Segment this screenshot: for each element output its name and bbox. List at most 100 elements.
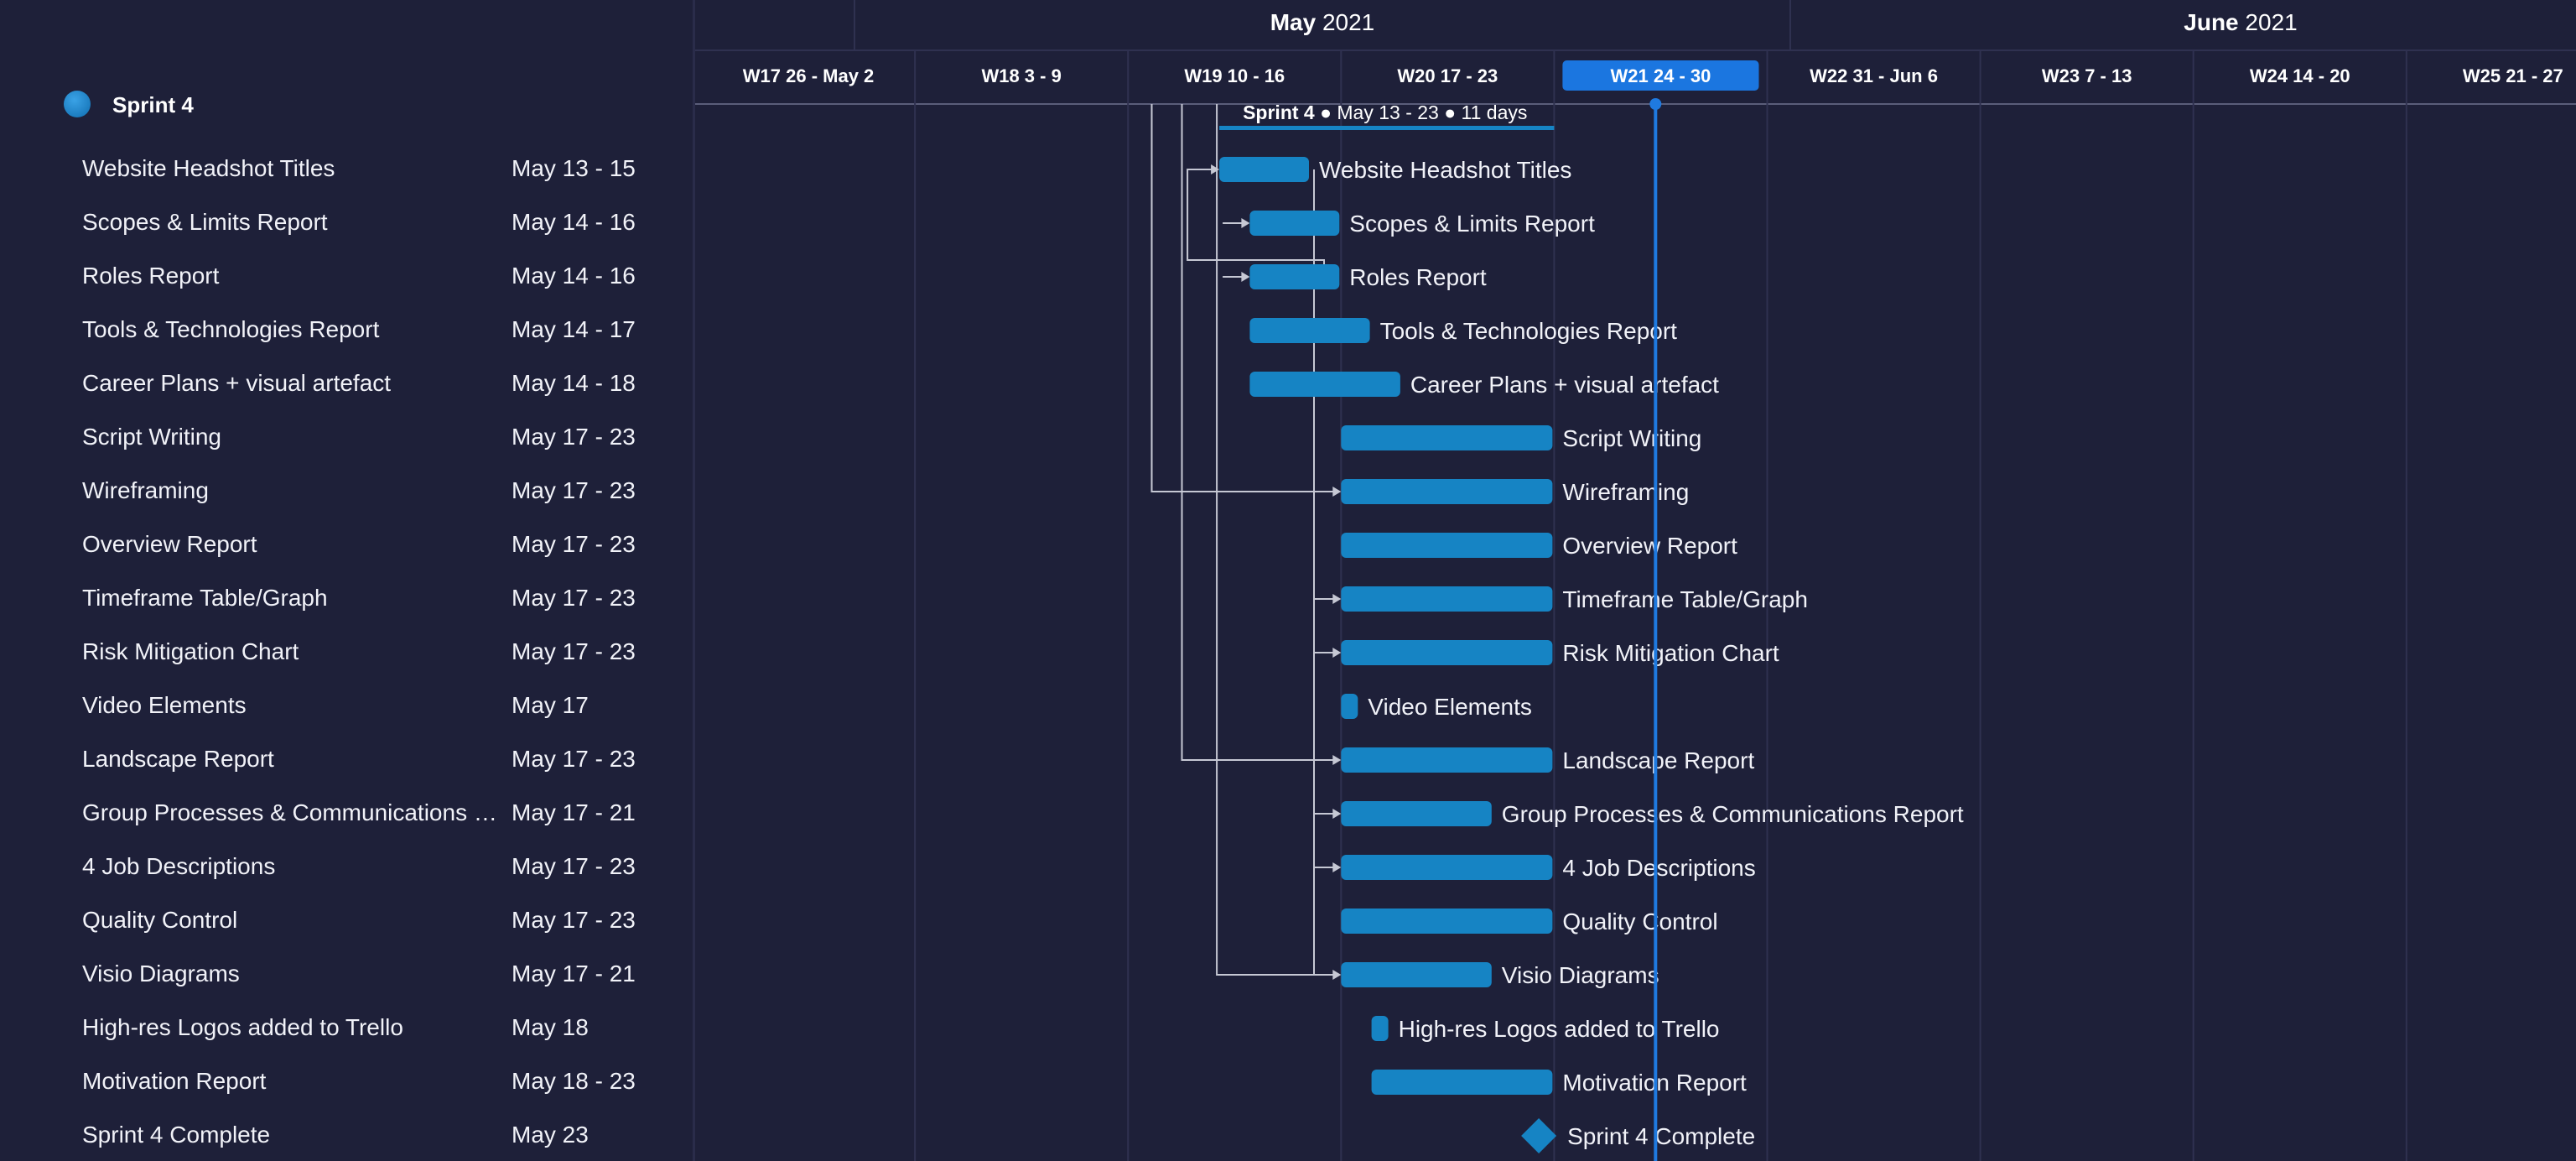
task-bar-label: Scopes & Limits Report bbox=[1349, 211, 1595, 237]
week-label[interactable]: W17 26 - May 2 bbox=[743, 65, 875, 86]
task-dates: May 14 - 16 bbox=[512, 209, 636, 235]
dependency-arrowhead bbox=[1332, 648, 1342, 658]
task-bar[interactable] bbox=[1341, 694, 1358, 719]
task-name[interactable]: Visio Diagrams bbox=[82, 961, 240, 987]
task-name[interactable]: Wireframing bbox=[82, 477, 209, 503]
dependency-arrowhead bbox=[1332, 970, 1342, 980]
milestone-diamond-icon[interactable] bbox=[1521, 1118, 1557, 1153]
week-label[interactable]: W25 21 - 27 bbox=[2463, 65, 2563, 86]
panel-divider[interactable] bbox=[693, 0, 695, 1161]
month-label: May 2021 bbox=[1270, 9, 1375, 35]
task-bar-label: Career Plans + visual artefact bbox=[1410, 372, 1719, 398]
task-bar-label: Visio Diagrams bbox=[1502, 962, 1659, 988]
task-name[interactable]: Sprint 4 Complete bbox=[82, 1122, 271, 1148]
task-dates: May 17 - 23 bbox=[512, 746, 636, 772]
task-bar[interactable] bbox=[1219, 157, 1309, 182]
task-bar-label: Video Elements bbox=[1368, 694, 1532, 720]
task-bar[interactable] bbox=[1341, 425, 1553, 450]
dependency-arrowhead bbox=[1332, 809, 1342, 819]
task-name[interactable]: Script Writing bbox=[82, 424, 221, 450]
task-dates: May 17 bbox=[512, 692, 589, 718]
task-name[interactable]: Quality Control bbox=[82, 907, 238, 933]
task-bar-label: Timeframe Table/Graph bbox=[1562, 586, 1808, 612]
task-name[interactable]: Website Headshot Titles bbox=[82, 155, 335, 181]
week-label[interactable]: W20 17 - 23 bbox=[1397, 65, 1498, 86]
task-name[interactable]: Roles Report bbox=[82, 263, 220, 289]
task-name[interactable]: Video Elements bbox=[82, 692, 247, 718]
task-dates: May 17 - 23 bbox=[512, 907, 636, 933]
task-dates: May 23 bbox=[512, 1122, 589, 1148]
task-bar-label: Landscape Report bbox=[1562, 747, 1754, 773]
dependency-arrowhead bbox=[1332, 755, 1342, 765]
task-bar-label: 4 Job Descriptions bbox=[1562, 855, 1755, 881]
dependency-arrowhead bbox=[1241, 218, 1250, 228]
task-bar-label: Group Processes & Communications Report bbox=[1502, 801, 1964, 827]
task-bar-label: Website Headshot Titles bbox=[1319, 157, 1571, 183]
dependency-line bbox=[1150, 104, 1340, 492]
dependency-arrowhead bbox=[1211, 164, 1220, 174]
task-bar-label: High-res Logos added to Trello bbox=[1399, 1016, 1720, 1042]
week-label[interactable]: W24 14 - 20 bbox=[2250, 65, 2350, 86]
task-bar-label: Overview Report bbox=[1562, 533, 1737, 559]
task-bar-label: Wireframing bbox=[1562, 479, 1689, 505]
task-bar[interactable] bbox=[1341, 586, 1553, 612]
task-bar[interactable] bbox=[1249, 211, 1340, 236]
task-dates: May 17 - 21 bbox=[512, 799, 636, 825]
task-bar[interactable] bbox=[1249, 372, 1400, 397]
task-dates: May 14 - 16 bbox=[512, 263, 636, 289]
task-name[interactable]: Motivation Report bbox=[82, 1068, 267, 1094]
task-bar[interactable] bbox=[1371, 1016, 1389, 1041]
week-label[interactable]: W22 31 - Jun 6 bbox=[1810, 65, 1938, 86]
task-bar-label: Sprint 4 Complete bbox=[1567, 1123, 1755, 1149]
task-name[interactable]: Tools & Technologies Report bbox=[82, 316, 380, 342]
task-bar-label: Script Writing bbox=[1562, 425, 1701, 451]
task-dates: May 17 - 23 bbox=[512, 477, 636, 503]
week-label[interactable]: W21 24 - 30 bbox=[1611, 65, 1711, 86]
task-name[interactable]: High-res Logos added to Trello bbox=[82, 1014, 403, 1040]
task-dates: May 14 - 17 bbox=[512, 316, 636, 342]
task-bar[interactable] bbox=[1341, 962, 1492, 987]
sprint-summary-label: Sprint 4 ● May 13 - 23 ● 11 days bbox=[1243, 102, 1527, 123]
dependency-line bbox=[1181, 104, 1340, 761]
task-name[interactable]: Career Plans + visual artefact bbox=[82, 370, 392, 396]
task-dates: May 17 - 23 bbox=[512, 638, 636, 664]
task-bar[interactable] bbox=[1341, 855, 1553, 880]
task-bar[interactable] bbox=[1341, 640, 1553, 665]
week-label[interactable]: W23 7 - 13 bbox=[2042, 65, 2132, 86]
task-name[interactable]: Scopes & Limits Report bbox=[82, 209, 328, 235]
task-bar[interactable] bbox=[1341, 908, 1553, 934]
task-bar[interactable] bbox=[1341, 479, 1553, 504]
task-name[interactable]: Timeframe Table/Graph bbox=[82, 585, 328, 611]
task-name[interactable]: Landscape Report bbox=[82, 746, 274, 772]
task-name[interactable]: Overview Report bbox=[82, 531, 257, 557]
task-bar[interactable] bbox=[1341, 533, 1553, 558]
sprint-title[interactable]: Sprint 4 bbox=[112, 92, 194, 117]
dependency-arrowhead bbox=[1332, 487, 1342, 497]
week-label[interactable]: W19 10 - 16 bbox=[1184, 65, 1285, 86]
dependency-line bbox=[1216, 104, 1340, 976]
today-marker-icon bbox=[1649, 98, 1662, 110]
task-list-panel: Sprint 4 Website Headshot Titles May 13 -… bbox=[0, 0, 693, 1161]
task-dates: May 17 - 23 bbox=[512, 853, 636, 879]
sprint-summary-bar[interactable] bbox=[1219, 126, 1555, 130]
task-bar[interactable] bbox=[1371, 1070, 1553, 1095]
sprint-dot-icon bbox=[64, 91, 91, 117]
task-dates: May 13 - 15 bbox=[512, 155, 636, 181]
task-bar[interactable] bbox=[1341, 801, 1492, 826]
task-bar[interactable] bbox=[1341, 747, 1553, 773]
current-week-highlight bbox=[1562, 60, 1759, 91]
month-label: June 2021 bbox=[2184, 9, 2297, 35]
task-name[interactable]: Risk Mitigation Chart bbox=[82, 638, 299, 664]
task-bar-label: Risk Mitigation Chart bbox=[1562, 640, 1779, 666]
week-label[interactable]: W18 3 - 9 bbox=[981, 65, 1061, 86]
task-bar[interactable] bbox=[1249, 264, 1340, 289]
task-bar-label: Quality Control bbox=[1562, 908, 1717, 935]
task-bar[interactable] bbox=[1249, 318, 1370, 343]
task-dates: May 17 - 23 bbox=[512, 585, 636, 611]
task-name[interactable]: 4 Job Descriptions bbox=[82, 853, 276, 879]
task-bar-label: Roles Report bbox=[1349, 264, 1487, 290]
task-dates: May 17 - 23 bbox=[512, 531, 636, 557]
task-name[interactable]: Group Processes & Communications Report bbox=[82, 799, 501, 825]
